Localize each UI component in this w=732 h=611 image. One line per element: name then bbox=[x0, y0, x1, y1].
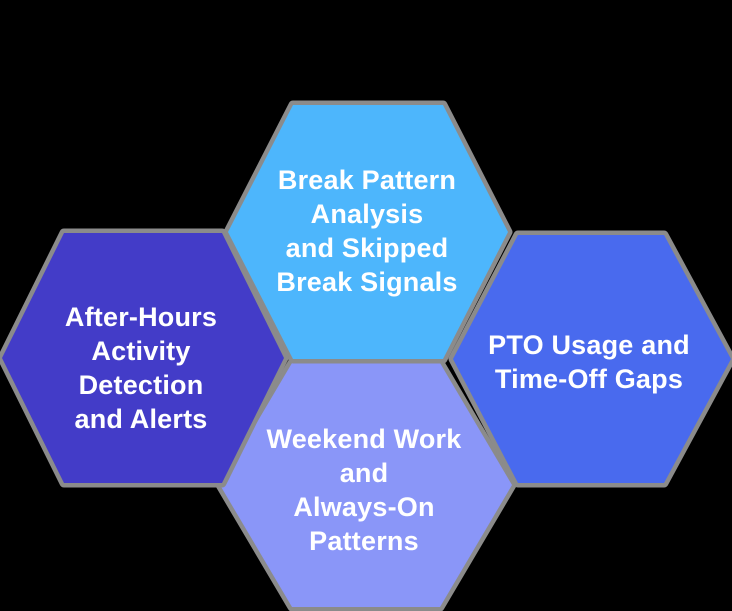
label-line: Detection bbox=[78, 370, 204, 400]
label-line: Break Signals bbox=[276, 267, 458, 297]
hexagon-label-weekend-work: Weekend Work and Always-On Patterns bbox=[267, 422, 462, 558]
label-line: and bbox=[339, 458, 389, 488]
label-line: PTO Usage and bbox=[488, 330, 690, 360]
label-line: and Alerts bbox=[74, 404, 208, 434]
label-line: Activity bbox=[91, 336, 191, 366]
hexagon-label-pto-usage: PTO Usage and Time-Off Gaps bbox=[488, 328, 690, 396]
label-line: After-Hours bbox=[64, 302, 218, 332]
label-line: Time-Off Gaps bbox=[494, 364, 684, 394]
hexagon-pto-usage bbox=[448, 230, 732, 488]
hexagon-label-after-hours: After-Hours Activity Detection and Alert… bbox=[65, 300, 217, 436]
label-line: Patterns bbox=[309, 526, 419, 556]
label-line: Weekend Work bbox=[266, 424, 462, 454]
label-line: Break Pattern bbox=[277, 165, 457, 195]
hexagon-break-pattern bbox=[223, 100, 513, 364]
label-line: Always-On bbox=[293, 492, 435, 522]
hexagon-after-hours bbox=[0, 228, 289, 488]
hexagon-label-break-pattern: Break Pattern Analysis and Skipped Break… bbox=[276, 163, 457, 299]
label-line: Analysis bbox=[310, 199, 424, 229]
label-line: and Skipped bbox=[285, 233, 449, 263]
